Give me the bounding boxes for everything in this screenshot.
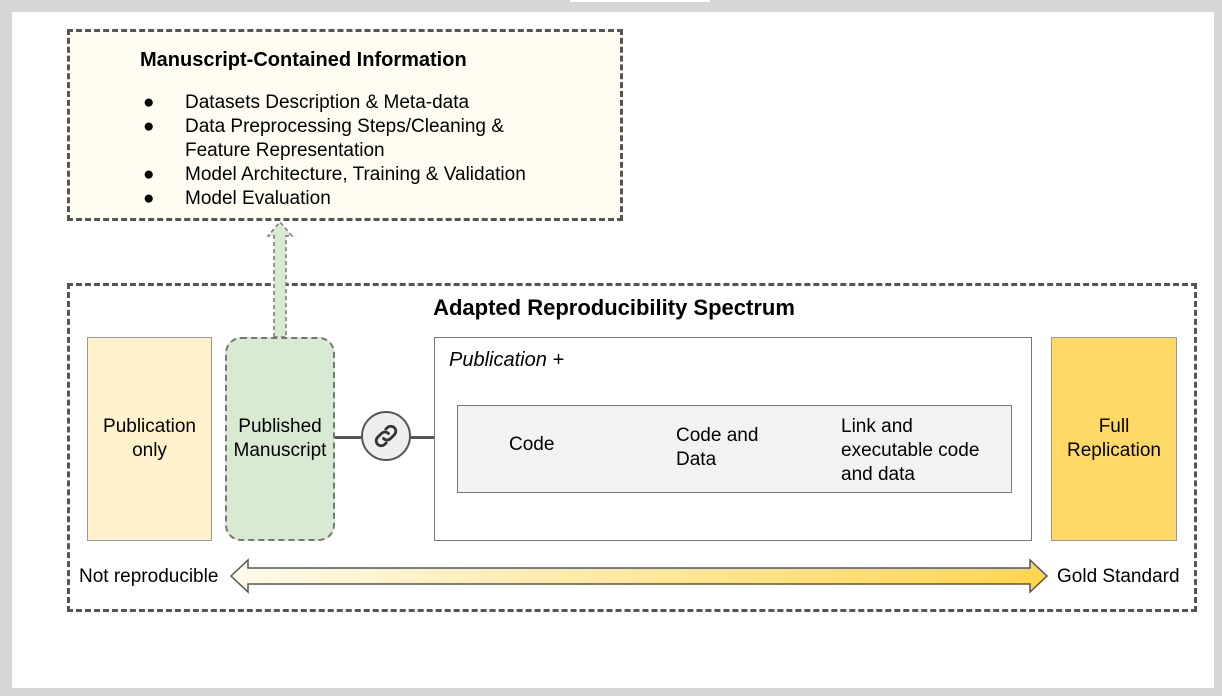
published-manuscript-line2: Manuscript xyxy=(233,440,327,461)
option-code-and-data-line1: Code and xyxy=(676,425,759,446)
link-icon-glyph xyxy=(374,424,398,448)
option-link-line3: and data xyxy=(841,464,915,485)
link-icon xyxy=(361,411,411,461)
bullet-text: Datasets Description & Meta-data xyxy=(185,92,470,113)
published-manuscript-line1: Published xyxy=(238,416,322,437)
info-panel-title: Manuscript-Contained Information xyxy=(140,49,467,71)
option-link-executable: Link and executable code and data xyxy=(841,415,979,487)
full-replication-line2: Replication xyxy=(1067,440,1161,461)
options-box xyxy=(457,405,1012,493)
option-link-line2: executable code xyxy=(841,440,980,461)
bullet-dot: ● xyxy=(143,164,155,185)
publication-only-line2: only xyxy=(132,440,167,461)
not-reproducible-label: Not reproducible xyxy=(79,566,219,587)
bullet-item-continuation: Feature Representation xyxy=(143,139,526,163)
option-code-line1: Code xyxy=(509,434,555,455)
bullet-text: Feature Representation xyxy=(185,140,385,161)
bullet-item: ● Model Architecture, Training & Validat… xyxy=(143,163,526,187)
bullet-dot: ● xyxy=(143,116,155,137)
bullet-item: ● Model Evaluation xyxy=(143,187,526,211)
bullet-text: Model Evaluation xyxy=(185,188,331,209)
gold-standard-label: Gold Standard xyxy=(1057,566,1180,587)
option-link-line1: Link and xyxy=(841,416,913,437)
bullet-dot: ● xyxy=(143,92,155,113)
bullet-item: ● Datasets Description & Meta-data xyxy=(143,91,526,115)
window-top-strip xyxy=(0,0,1222,12)
publication-plus-label: Publication + xyxy=(449,349,565,371)
bullet-text: Data Preprocessing Steps/Cleaning & xyxy=(185,116,504,137)
spectrum-title: Adapted Reproducibility Spectrum xyxy=(0,295,1222,321)
published-manuscript-box: Published Manuscript xyxy=(225,337,335,541)
up-arrow xyxy=(266,220,294,338)
bullet-item: ● Data Preprocessing Steps/Cleaning & xyxy=(143,115,526,139)
full-replication-line1: Full xyxy=(1098,416,1130,437)
spectrum-panel xyxy=(67,283,1197,612)
bullet-text: Model Architecture, Training & Validatio… xyxy=(185,164,526,185)
window-tab xyxy=(570,0,710,2)
publication-only-box: Publication only xyxy=(87,337,212,541)
option-code: Code xyxy=(509,433,554,457)
option-code-and-data-line2: Data xyxy=(676,449,717,470)
info-bullet-list: ● Datasets Description & Meta-data ● Dat… xyxy=(143,91,526,211)
bullet-dot: ● xyxy=(143,188,155,209)
full-replication-box: Full Replication xyxy=(1051,337,1177,541)
option-code-and-data: Code and Data xyxy=(676,424,758,472)
publication-only-line1: Publication xyxy=(103,416,196,437)
spectrum-title-text: Adapted Reproducibility Spectrum xyxy=(433,295,795,320)
spectrum-double-arrow xyxy=(229,558,1049,594)
info-panel xyxy=(67,29,623,221)
